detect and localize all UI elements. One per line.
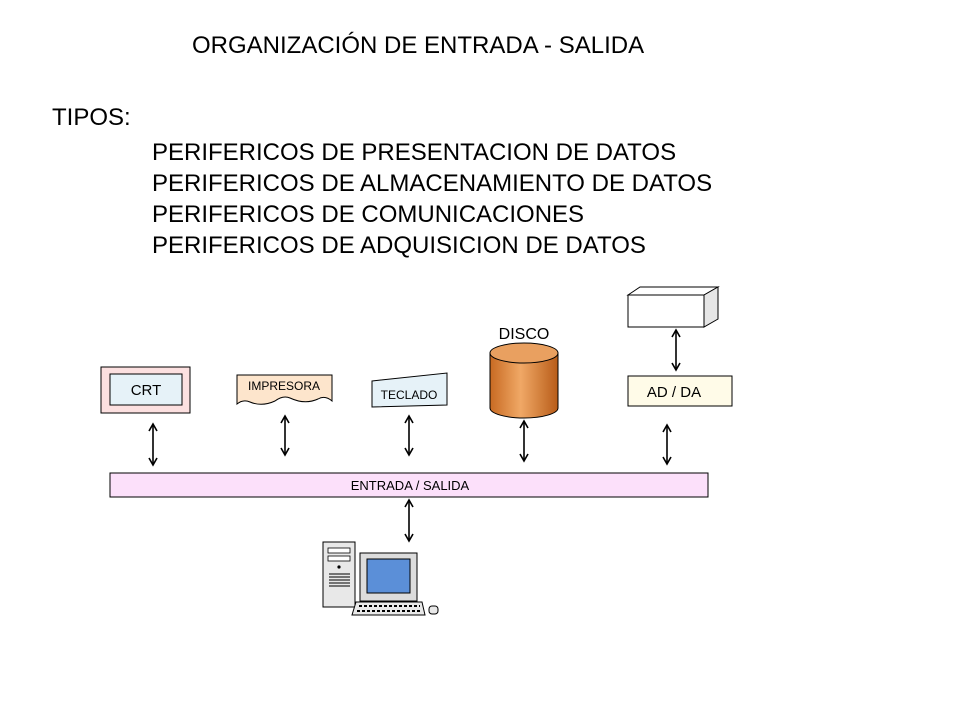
page-title: ORGANIZACIÓN DE ENTRADA - SALIDA xyxy=(192,32,645,59)
acquisition-box xyxy=(626,286,720,328)
crt-screen xyxy=(109,373,183,406)
types-list: PERIFERICOS DE PRESENTACION DE DATOS PER… xyxy=(152,137,712,261)
acquisition-box-icon xyxy=(627,294,705,328)
keyboard-label: TECLADO xyxy=(381,388,438,402)
type-item-almacenamiento: PERIFERICOS DE ALMACENAMIENTO DE DATOS xyxy=(152,170,713,197)
adda-box xyxy=(627,375,733,407)
box-side-face xyxy=(703,286,719,328)
crt-device: CRT xyxy=(100,366,191,414)
type-item-adquisicion: PERIFERICOS DE ADQUISICION DE DATOS xyxy=(152,232,646,259)
printer-device: IMPRESORA xyxy=(236,374,333,406)
keyboard-icon xyxy=(371,372,448,408)
io-bus: ENTRADA / SALIDA xyxy=(109,472,709,498)
disk-icon xyxy=(489,352,559,419)
pc-keyboard xyxy=(351,601,426,616)
disk-top xyxy=(489,342,559,364)
printer-label: IMPRESORA xyxy=(248,379,320,393)
printer-icon xyxy=(236,374,333,406)
disk-label: DISCO xyxy=(499,326,550,343)
box-top-face xyxy=(626,286,720,296)
bus-label: ENTRADA / SALIDA xyxy=(351,478,470,493)
type-item-comunicaciones: PERIFERICOS DE COMUNICACIONES xyxy=(152,201,585,228)
adda-label: AD / DA xyxy=(647,384,701,401)
bus-bar xyxy=(109,472,709,498)
disk-device: DISCO xyxy=(489,326,559,419)
keyboard-device: TECLADO xyxy=(371,372,448,408)
adda-device: AD / DA xyxy=(627,375,733,407)
computer-icon xyxy=(322,541,439,616)
crt-label: CRT xyxy=(131,382,162,399)
pc-screen xyxy=(366,558,411,594)
tipos-label: TIPOS: xyxy=(52,104,131,131)
type-item-presentacion: PERIFERICOS DE PRESENTACION DE DATOS xyxy=(152,139,677,166)
pc-mouse xyxy=(428,605,439,615)
